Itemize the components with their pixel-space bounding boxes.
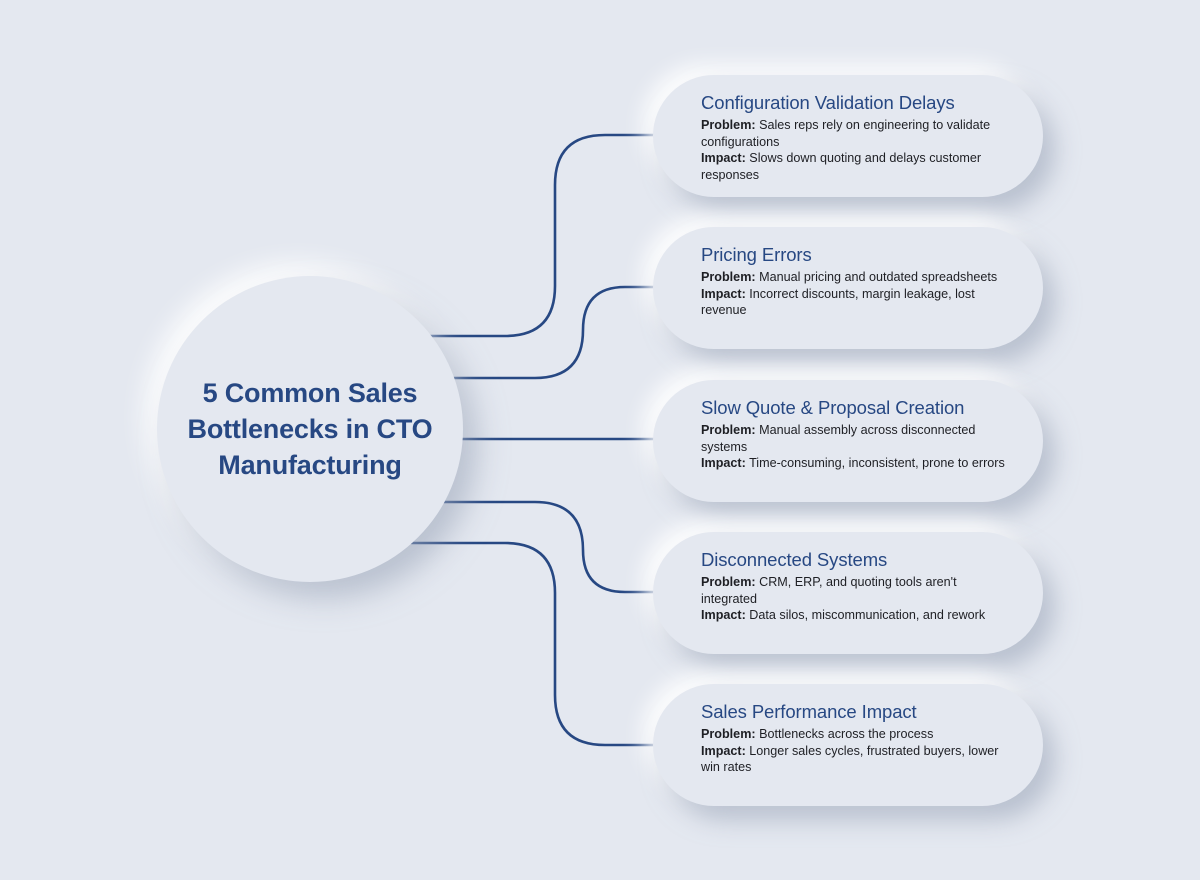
impact-text: Time-consuming, inconsistent, prone to e… [745,456,1005,470]
problem-text: Manual assembly across disconnected syst… [701,423,976,454]
card-problem: Problem: CRM, ERP, and quoting tools are… [701,574,1013,607]
problem-label: Problem: [701,727,756,741]
impact-text: Slows down quoting and delays customer r… [701,151,982,182]
problem-label: Problem: [701,270,756,284]
impact-label: Impact: [701,456,746,470]
card-impact: Impact: Slows down quoting and delays cu… [701,150,1013,183]
problem-text: Sales reps rely on engineering to valida… [701,118,991,149]
impact-text: Data silos, miscommunication, and rework [745,608,986,622]
problem-label: Problem: [701,423,756,437]
impact-label: Impact: [701,743,746,758]
impact-label: Impact: [701,151,746,165]
connector-4 [441,500,682,594]
impact-text: Incorrect discounts, margin leakage, los… [701,286,975,318]
problem-text: Bottlenecks across the process [755,727,934,741]
card-impact: Impact: Time-consuming, inconsistent, pr… [701,455,1013,472]
bottleneck-card-pricing-errors: Pricing Errors Problem: Manual pricing a… [653,227,1043,349]
problem-text: CRM, ERP, and quoting tools aren't integ… [701,575,957,606]
card-impact: Impact: Data silos, miscommunication, an… [701,607,1013,624]
bottleneck-card-slow-quote: Slow Quote & Proposal Creation Problem: … [653,380,1043,502]
bottleneck-card-configuration-validation: Configuration Validation Delays Problem:… [653,75,1043,197]
card-problem: Problem: Sales reps rely on engineering … [701,117,1013,150]
bottleneck-card-disconnected-systems: Disconnected Systems Problem: CRM, ERP, … [653,532,1043,654]
card-title: Pricing Errors [701,244,812,265]
central-topic-circle: 5 Common Sales Bottlenecks in CTO Manufa… [157,276,463,582]
impact-label: Impact: [701,608,746,622]
connector-5 [410,541,682,747]
impact-label: Impact: [701,286,746,301]
problem-label: Problem: [701,118,756,132]
card-title: Sales Performance Impact [701,701,917,722]
card-impact: Impact: Longer sales cycles, frustrated … [701,743,1013,776]
connector-2 [448,285,682,380]
card-problem: Problem: Bottlenecks across the process [701,726,1013,743]
card-problem: Problem: Manual pricing and outdated spr… [701,269,1013,286]
problem-label: Problem: [701,575,756,589]
central-topic-title: 5 Common Sales Bottlenecks in CTO Manufa… [187,378,433,480]
connector-1 [428,133,682,338]
impact-text: Longer sales cycles, frustrated buyers, … [701,743,999,775]
card-title: Configuration Validation Delays [701,92,955,113]
card-impact: Impact: Incorrect discounts, margin leak… [701,286,1013,319]
problem-text: Manual pricing and outdated spreadsheets [755,270,998,284]
card-title: Disconnected Systems [701,549,888,570]
card-title: Slow Quote & Proposal Creation [701,397,965,418]
bottleneck-card-sales-performance: Sales Performance Impact Problem: Bottle… [653,684,1043,806]
card-problem: Problem: Manual assembly across disconne… [701,422,1013,455]
